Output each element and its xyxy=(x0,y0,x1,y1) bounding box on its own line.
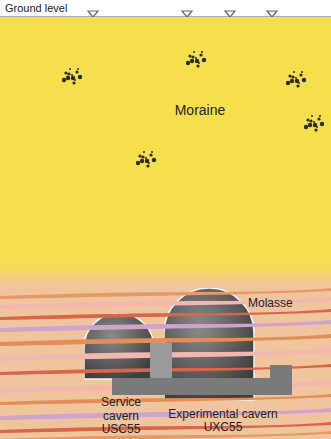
moraine-layer: Moraine xyxy=(0,17,331,285)
service-cavern: Service cavern USC55 xyxy=(84,313,158,439)
layer-label: Moraine xyxy=(160,103,240,118)
layer-label: Molasse xyxy=(248,297,318,310)
ground-level-label: Ground level xyxy=(5,2,67,14)
gravel-texture xyxy=(0,17,331,285)
molasse-layer: Service cavern USC55 Experimental cavern … xyxy=(0,285,331,439)
cavern-label: Experimental cavern UXC55 xyxy=(164,408,282,434)
cavern-label: Service cavern USC55 xyxy=(86,396,156,436)
experimental-cavern: Experimental cavern UXC55 xyxy=(164,288,290,439)
